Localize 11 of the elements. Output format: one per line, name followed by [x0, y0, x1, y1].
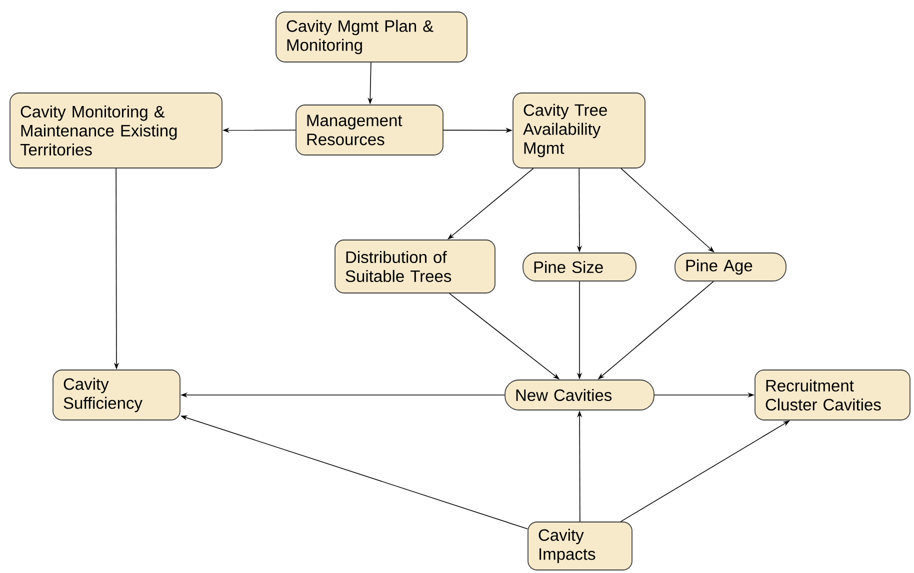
rounded-box: New Cavities	[504, 380, 654, 410]
process-box: Cavity Tree Availability Mgmt	[512, 92, 646, 168]
process-box: Cavity Sufficiency	[52, 370, 180, 420]
process-box: Recruitment Cluster Cavities	[754, 370, 910, 420]
rounded-box: Pine Size	[522, 252, 636, 282]
process-box: Cavity Monitoring & Maintenance Existing Territories	[10, 92, 222, 168]
process-box: Management Resources	[296, 104, 444, 156]
process-box: Cavity Mgmt Plan & Monitoring	[276, 12, 468, 62]
process-box: Cavity Impacts	[528, 522, 632, 570]
process-box: Distribution of Suitable Trees	[334, 240, 496, 294]
rounded-box: Pine Age	[674, 252, 786, 282]
